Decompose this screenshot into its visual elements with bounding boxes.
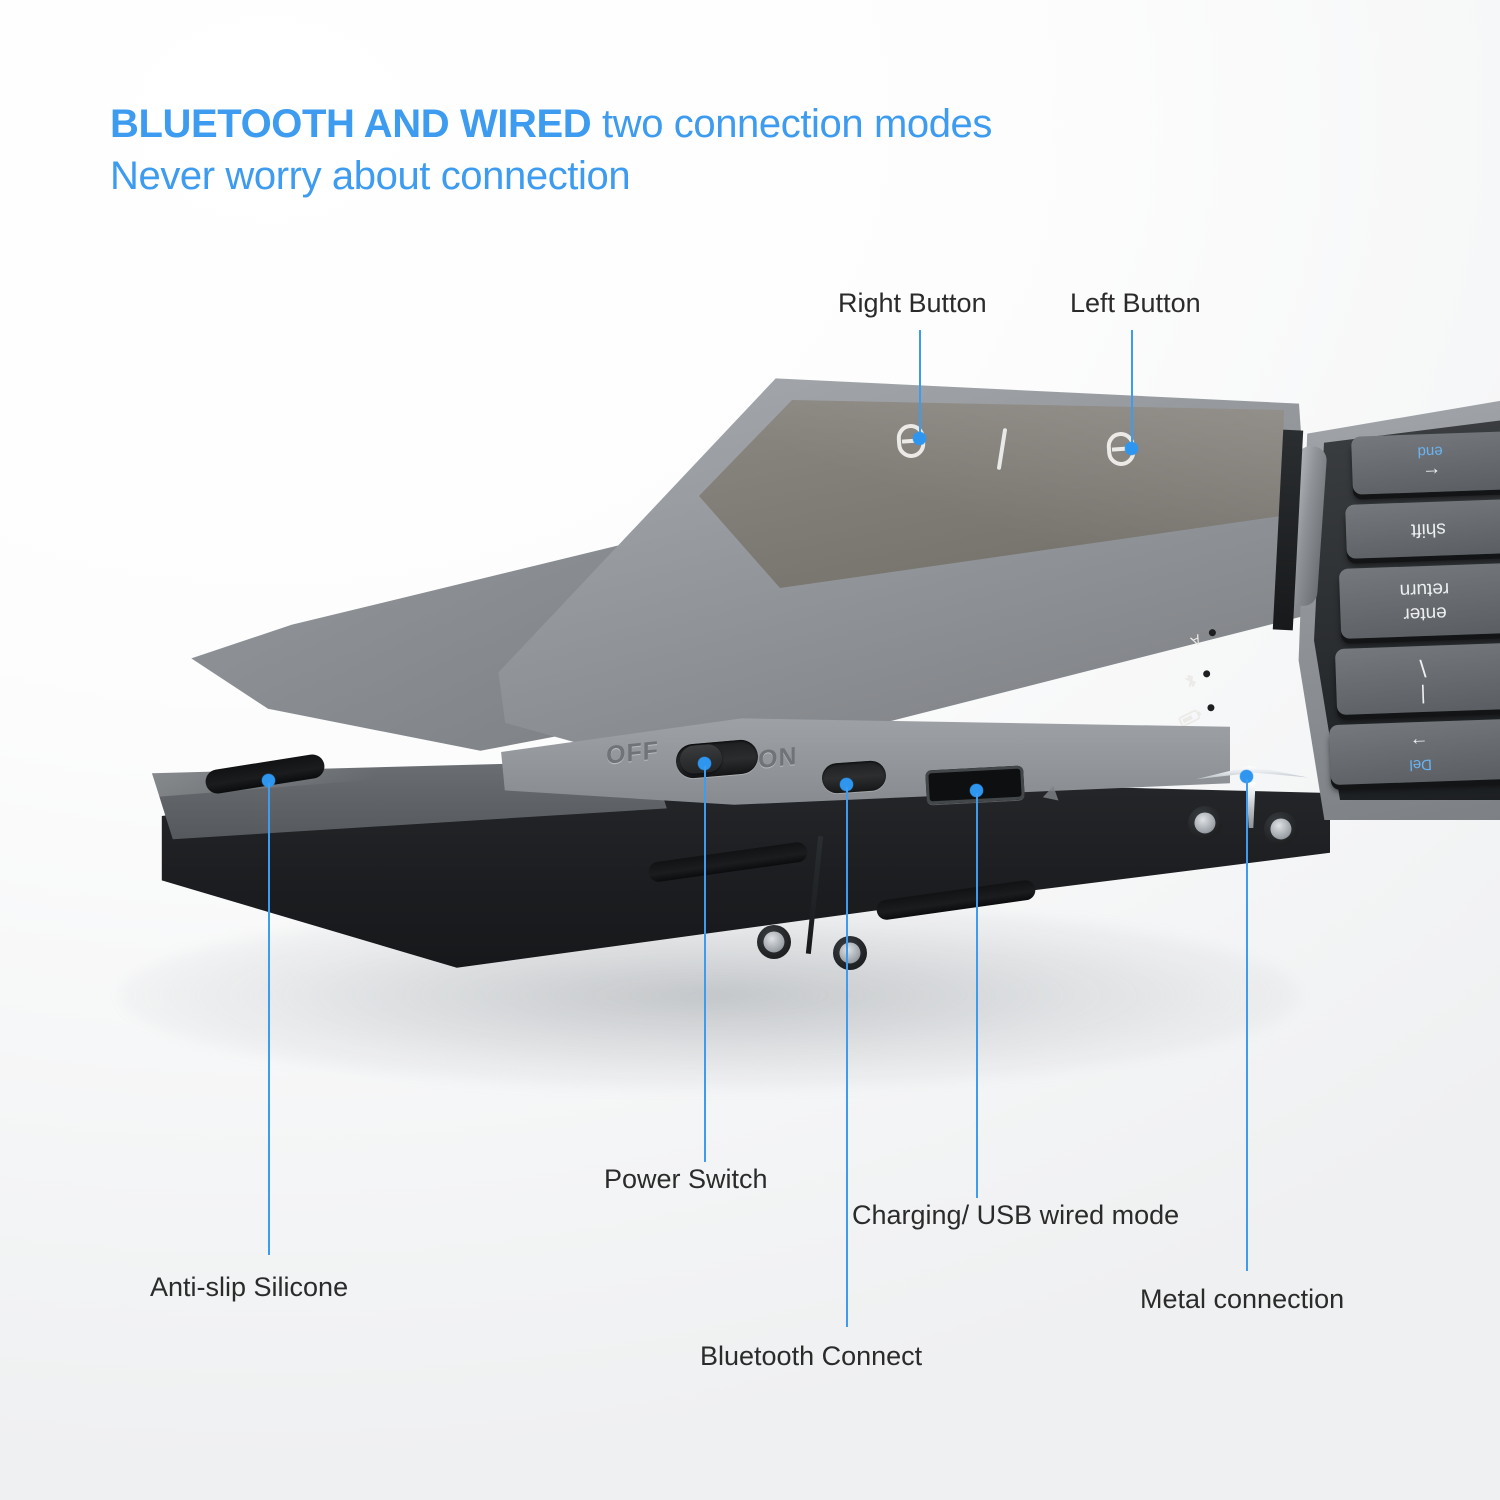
screw-bottom-left bbox=[757, 925, 791, 959]
key-label-enter: enter bbox=[1403, 602, 1448, 625]
key-end-left-arrow[interactable]: end ← bbox=[1351, 431, 1500, 495]
key-label-shift: shift bbox=[1410, 518, 1446, 541]
callout-label-bluetooth-connect: Bluetooth Connect bbox=[700, 1341, 923, 1371]
key-return-enter[interactable]: return enter bbox=[1338, 563, 1500, 639]
leader-line-anti-slip bbox=[268, 783, 270, 1255]
callout-label-left-button: Left Button bbox=[1070, 288, 1201, 318]
callout-label-metal-connection: Metal connection bbox=[1140, 1284, 1345, 1314]
leader-dot-bluetooth-connect bbox=[840, 778, 853, 791]
key-label-return: return bbox=[1399, 578, 1450, 601]
leader-line-bluetooth-connect bbox=[846, 787, 848, 1327]
callout-label-anti-slip: Anti-slip Silicone bbox=[150, 1272, 349, 1302]
battery-led bbox=[1206, 703, 1216, 713]
status-indicator-capslock: A bbox=[1186, 624, 1219, 650]
leader-line-metal-connection bbox=[1246, 779, 1248, 1271]
leader-line-charging-usb bbox=[976, 793, 978, 1198]
metal-connection-post bbox=[1246, 782, 1256, 828]
screw-hinge-right bbox=[1264, 812, 1298, 846]
key-label-pipe: | bbox=[1420, 683, 1427, 706]
headline-line-1: BLUETOOTH AND WIRED two connection modes bbox=[110, 98, 1310, 150]
leader-line-left-button bbox=[1131, 330, 1133, 448]
screw-hinge-left bbox=[1188, 806, 1222, 840]
screw-bottom-right bbox=[833, 936, 867, 970]
key-label-backslash: \ bbox=[1418, 653, 1427, 681]
leader-dot-anti-slip bbox=[262, 774, 275, 787]
key-label-right-arrow: → bbox=[1409, 732, 1430, 754]
headline-emphasis: BLUETOOTH AND WIRED bbox=[110, 102, 592, 146]
leader-dot-left-button bbox=[1125, 442, 1138, 455]
callout-label-charging-usb: Charging/ USB wired mode bbox=[852, 1200, 1180, 1230]
key-label-del: Del bbox=[1408, 755, 1432, 773]
callout-label-power-switch: Power Switch bbox=[604, 1164, 768, 1194]
key-shift[interactable]: shift bbox=[1345, 499, 1500, 559]
leader-line-right-button bbox=[919, 330, 921, 438]
key-label-left-arrow: ← bbox=[1421, 462, 1442, 484]
leader-dot-metal-connection bbox=[1240, 770, 1253, 783]
leader-dot-power-switch bbox=[698, 757, 711, 770]
switch-on-label: ON bbox=[758, 741, 798, 775]
headline-line-2: Never worry about connection bbox=[110, 154, 631, 198]
callout-label-right-button: Right Button bbox=[838, 288, 987, 318]
leader-line-power-switch bbox=[704, 766, 706, 1162]
key-label-end: end bbox=[1417, 442, 1444, 460]
key-backslash-pipe[interactable]: \ | bbox=[1334, 642, 1500, 716]
leader-dot-charging-usb bbox=[970, 784, 983, 797]
status-indicator-bluetooth bbox=[1181, 665, 1213, 692]
bluetooth-connect-button[interactable] bbox=[821, 759, 887, 795]
bluetooth-led bbox=[1201, 668, 1212, 679]
switch-off-label: OFF bbox=[606, 736, 659, 770]
svg-text:A: A bbox=[1188, 631, 1204, 650]
headline-block: BLUETOOTH AND WIRED two connection modes… bbox=[110, 98, 1310, 202]
leader-dot-right-button bbox=[913, 432, 926, 445]
status-indicator-battery bbox=[1177, 700, 1217, 728]
headline-line-1-rest: two connection modes bbox=[591, 102, 993, 146]
key-right-arrow-del[interactable]: → Del bbox=[1329, 718, 1500, 786]
